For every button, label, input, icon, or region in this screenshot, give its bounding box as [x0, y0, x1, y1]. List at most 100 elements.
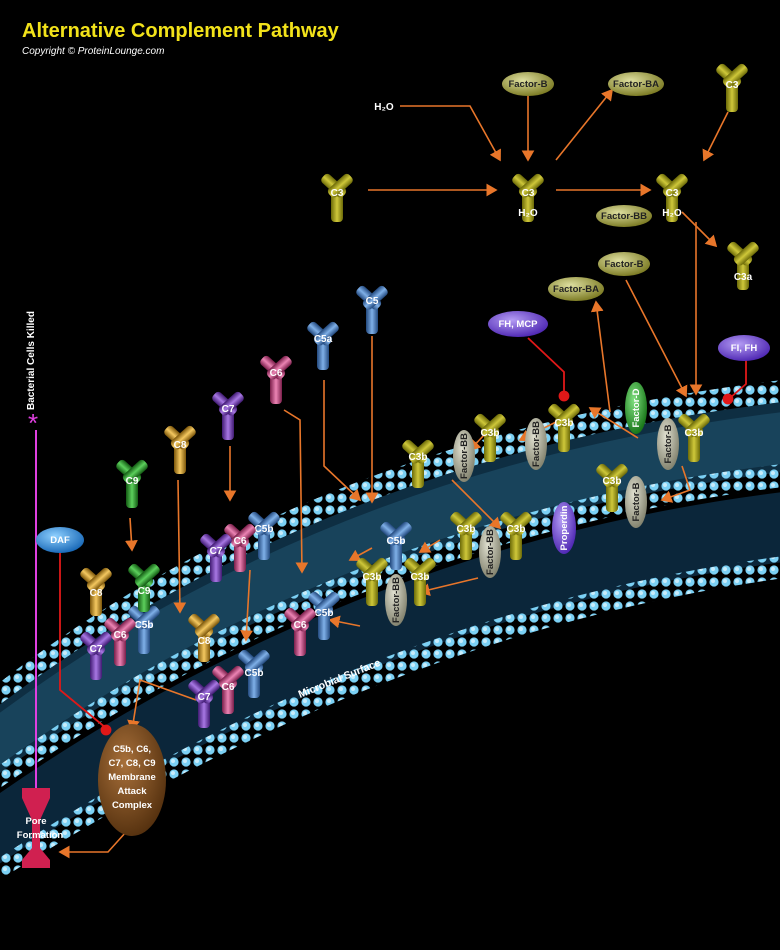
svg-text:C8: C8 — [198, 636, 211, 647]
c7-2: C7 — [78, 630, 114, 680]
c3b-8: C3b — [354, 556, 390, 606]
svg-text:C3b: C3b — [481, 428, 500, 439]
pore-line-1: Pore — [25, 816, 46, 827]
regulator-daf: DAF — [36, 527, 84, 553]
pore-formation: Pore Formation — [17, 788, 63, 868]
membrane-attack-complex: C5b, C6, C7, C8, C9 Membrane Attack Comp… — [98, 724, 166, 836]
svg-text:Factor-BB: Factor-BB — [601, 211, 647, 222]
svg-text:C8: C8 — [174, 440, 187, 451]
pore-icon — [22, 788, 50, 868]
c3-h2o-right: C3 — [654, 172, 690, 222]
factor-ba-mid: Factor-BA — [548, 277, 604, 301]
c8-1: C8 — [78, 566, 114, 616]
svg-text:Factor-B: Factor-B — [631, 482, 642, 521]
c5b-3: C5b — [306, 590, 342, 640]
properdin: Properdin — [552, 502, 576, 554]
c3-h2o-center: C3 — [510, 172, 546, 222]
svg-text:C3: C3 — [522, 188, 535, 199]
svg-text:C6: C6 — [114, 630, 127, 641]
svg-text:Properdin: Properdin — [559, 505, 570, 550]
c5a: C5a — [305, 320, 341, 370]
svg-text:C3b: C3b — [685, 428, 704, 439]
svg-text:C5a: C5a — [314, 334, 333, 345]
svg-text:C3b: C3b — [411, 572, 430, 583]
h2o-label-3: H₂O — [662, 208, 682, 219]
mac-line-4: Attack — [117, 786, 147, 797]
microbial-membrane — [0, 380, 780, 880]
svg-text:C5: C5 — [366, 296, 379, 307]
svg-text:C5b: C5b — [245, 668, 264, 679]
svg-text:C7: C7 — [90, 644, 103, 655]
svg-text:C3: C3 — [726, 80, 739, 91]
svg-text:Factor-BA: Factor-BA — [613, 79, 659, 90]
factor-bb-vert-2: Factor-BB — [525, 418, 547, 470]
c3b-5: C3b — [676, 412, 712, 462]
regulator-fh-mcp: FH, MCP — [488, 311, 548, 337]
c5b-1: C5b — [378, 520, 414, 570]
factors: Factor-B Factor-BA Factor-BB Factor-B Fa… — [36, 72, 770, 626]
c6-3: C6 — [102, 616, 138, 666]
svg-text:C7: C7 — [210, 546, 223, 557]
c5: C5 — [354, 284, 390, 334]
c3b-7: C3b — [498, 510, 534, 560]
star-icon: * — [28, 408, 38, 438]
c3b-3: C3b — [546, 402, 582, 452]
svg-text:C9: C9 — [138, 586, 151, 597]
c3-free-left: C3 — [319, 172, 355, 222]
inhibition-lines — [59, 337, 747, 736]
factor-bb-vert-4: Factor-BB — [385, 574, 407, 626]
factor-b-vert-1: Factor-B — [657, 418, 679, 470]
svg-text:Factor-BA: Factor-BA — [553, 284, 599, 295]
svg-text:C3b: C3b — [555, 418, 574, 429]
mac-line-5: Complex — [112, 800, 153, 811]
c3b-4: C3b — [594, 462, 630, 512]
c7-3: C7 — [186, 678, 222, 728]
c6-1: C6 — [222, 522, 258, 572]
svg-text:C5b: C5b — [315, 608, 334, 619]
svg-text:Factor-B: Factor-B — [604, 259, 643, 270]
svg-text:C5b: C5b — [387, 536, 406, 547]
water-labels: H₂O H₂O H₂O — [374, 102, 682, 219]
c3b-6: C3b — [448, 510, 484, 560]
svg-text:C8: C8 — [90, 588, 103, 599]
svg-text:Factor-D: Factor-D — [631, 388, 642, 427]
svg-text:Factor-BB: Factor-BB — [459, 433, 470, 479]
svg-text:Factor-BB: Factor-BB — [531, 421, 542, 467]
bacterial-killed-label: Bacterial Cells Killed — [26, 311, 37, 410]
factor-d: Factor-D — [625, 382, 647, 434]
c8-2: C8 — [186, 612, 222, 662]
c6-4: C6 — [210, 664, 246, 714]
svg-text:C5b: C5b — [135, 620, 154, 631]
svg-text:C3b: C3b — [363, 572, 382, 583]
svg-text:Factor-BB: Factor-BB — [485, 529, 496, 575]
svg-text:Factor-BB: Factor-BB — [391, 577, 402, 623]
svg-text:C7: C7 — [222, 404, 235, 415]
c3-top-right: C3 — [714, 62, 750, 112]
factor-b-vert-2: Factor-B — [625, 476, 647, 528]
factor-bb-vert-1: Factor-BB — [453, 430, 475, 482]
svg-text:C6: C6 — [270, 368, 283, 379]
svg-text:C6: C6 — [222, 682, 235, 693]
svg-text:Factor-B: Factor-B — [508, 79, 547, 90]
c5b-4: C5b — [126, 604, 162, 654]
svg-text:C3b: C3b — [603, 476, 622, 487]
svg-text:C6: C6 — [234, 536, 247, 547]
mac-line-3: Membrane — [108, 772, 156, 783]
c3b-9: C3b — [402, 556, 438, 606]
svg-text:C3b: C3b — [507, 524, 526, 535]
c9-1: C9 — [126, 562, 162, 612]
svg-text:C3a: C3a — [734, 272, 753, 283]
c8-free: C8 — [162, 424, 198, 474]
mac-line-2: C7, C8, C9 — [109, 758, 156, 769]
c7-free: C7 — [210, 390, 246, 440]
c3b-2: C3b — [472, 412, 508, 462]
svg-text:C5b: C5b — [255, 524, 274, 535]
c5b-2: C5b — [246, 510, 282, 560]
factor-b-mid: Factor-B — [598, 252, 650, 276]
factor-b-top: Factor-B — [502, 72, 554, 96]
page-title: Alternative Complement Pathway — [22, 20, 339, 42]
svg-text:DAF: DAF — [50, 535, 70, 546]
svg-text:FH, MCP: FH, MCP — [498, 319, 538, 330]
svg-text:C3b: C3b — [409, 452, 428, 463]
